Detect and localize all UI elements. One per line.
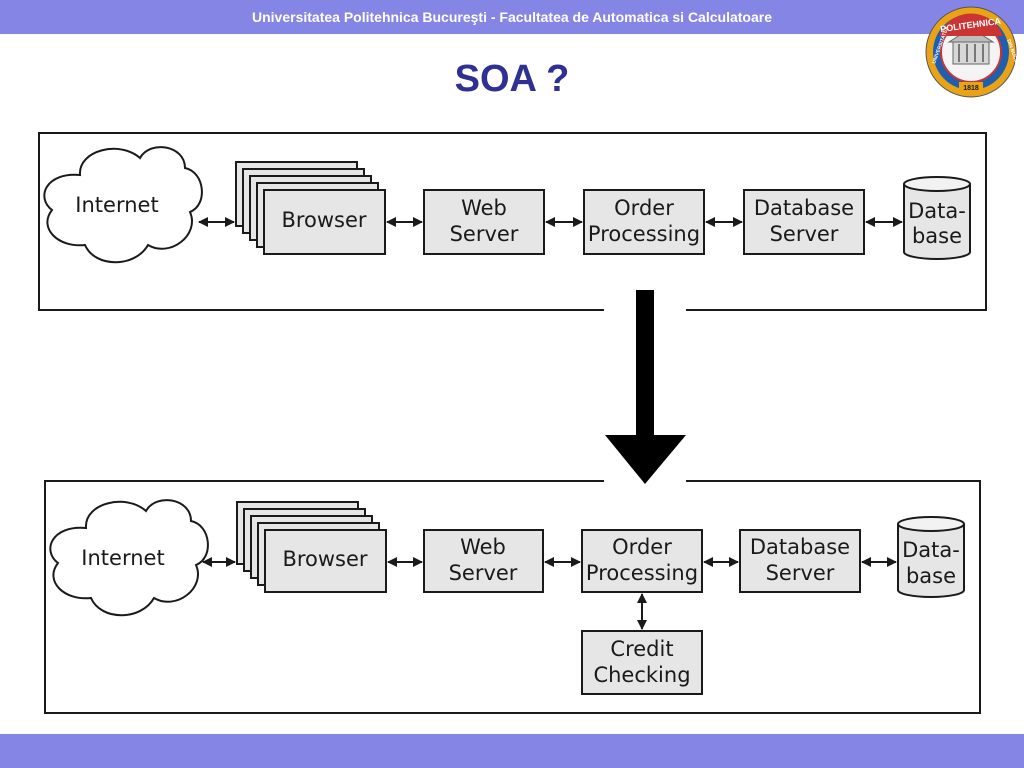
credit-checking-label-line2: Checking [593, 663, 690, 687]
credit-checking-label-line1: Credit [610, 637, 673, 661]
order-processing-box: Order Processing [583, 189, 705, 255]
order-processing-label-line1: Order [614, 196, 674, 220]
web-server-label-line2: Server [450, 222, 519, 246]
diagram-after: Internet Browser Web Server Order Proces… [44, 480, 981, 714]
database-server-label-line2: Server [766, 561, 835, 585]
web-server-label-line1: Web [461, 196, 507, 220]
internet-label: Internet [75, 193, 158, 217]
web-server-box: Web Server [423, 529, 544, 593]
database-server-label-line1: Database [750, 535, 850, 559]
database-server-label-line2: Server [770, 222, 839, 246]
browser-label: Browser [282, 547, 367, 571]
university-logo: POLITEHNICA UNIVERSITATEA DIN BUCUREȘTI … [925, 6, 1017, 98]
transition-arrow [604, 290, 686, 488]
web-server-box: Web Server [423, 189, 545, 255]
slide-title: SOA ? [454, 58, 570, 100]
internet-label: Internet [81, 546, 164, 570]
credit-checking-box: Credit Checking [581, 630, 703, 695]
order-processing-label-line2: Processing [588, 222, 700, 246]
footer-bar [0, 734, 1024, 768]
browser-stack: Browser [236, 501, 387, 593]
diagram-after-frame [44, 480, 981, 714]
diagram-before: Internet Browser Web Server Order Proces… [38, 132, 987, 311]
database-cylinder: Data- base [903, 176, 971, 260]
order-processing-label-line1: Order [612, 535, 672, 559]
header-text: Universitatea Politehnica Bucureşti - Fa… [252, 9, 772, 25]
browser-label: Browser [281, 208, 366, 232]
order-processing-box: Order Processing [581, 529, 703, 593]
order-processing-label-line2: Processing [586, 561, 698, 585]
browser-stack: Browser [235, 161, 386, 255]
web-server-label-line1: Web [460, 535, 506, 559]
header-bar [0, 0, 1024, 34]
database-label-line2: base [906, 564, 956, 588]
logo-year: 1818 [963, 85, 979, 92]
web-server-label-line2: Server [449, 561, 518, 585]
database-cylinder: Data- base [897, 516, 965, 598]
internet-cloud: Internet [43, 146, 203, 264]
database-label-line2: base [912, 224, 962, 248]
database-server-label-line1: Database [754, 196, 854, 220]
database-server-box: Database Server [739, 529, 861, 593]
database-server-box: Database Server [743, 189, 865, 255]
internet-cloud: Internet [49, 499, 209, 617]
database-label-line1: Data- [902, 538, 960, 562]
database-label-line1: Data- [908, 199, 966, 223]
